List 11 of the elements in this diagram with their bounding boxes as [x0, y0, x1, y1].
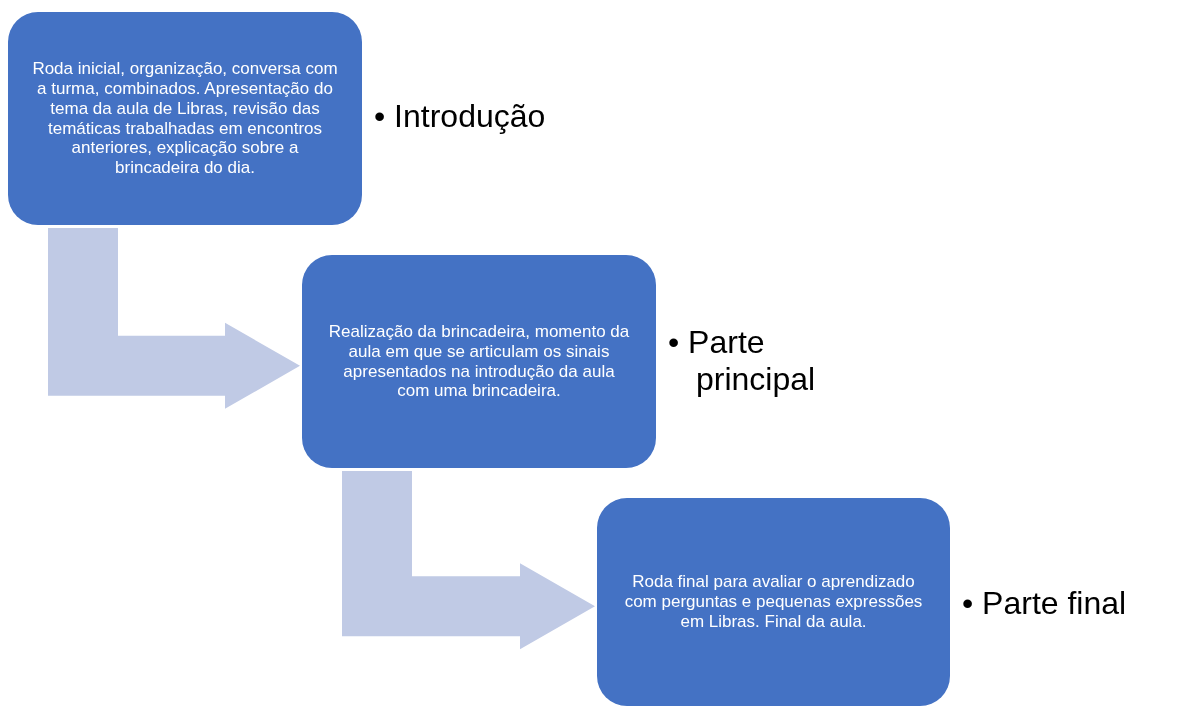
stage-label: • Parte principal — [668, 324, 817, 398]
step-description: Roda inicial, organização, conversa com a turma, combinados. Apresentação do tema da aula de Libras, revisão das temáticas trabalhadas em encontros anteriores, explicação sobre a brincadeira do dia. — [32, 59, 338, 178]
step-box — [302, 255, 656, 468]
step-box — [597, 498, 950, 706]
stage-label: • Introdução — [374, 98, 547, 135]
bent-arrow — [342, 471, 595, 650]
bent-arrow — [48, 228, 300, 409]
step-description: Roda final para avaliar o aprendizado com perguntas e pequenas expressões em Libras. Final da aula. — [623, 572, 924, 632]
step-box — [8, 12, 362, 225]
step-description: Realização da brincadeira, momento da aula em que se articulam os sinais apresentados na introdução da aula com uma brincadeira. — [327, 321, 631, 402]
stage-label: • Parte final — [962, 585, 1128, 622]
